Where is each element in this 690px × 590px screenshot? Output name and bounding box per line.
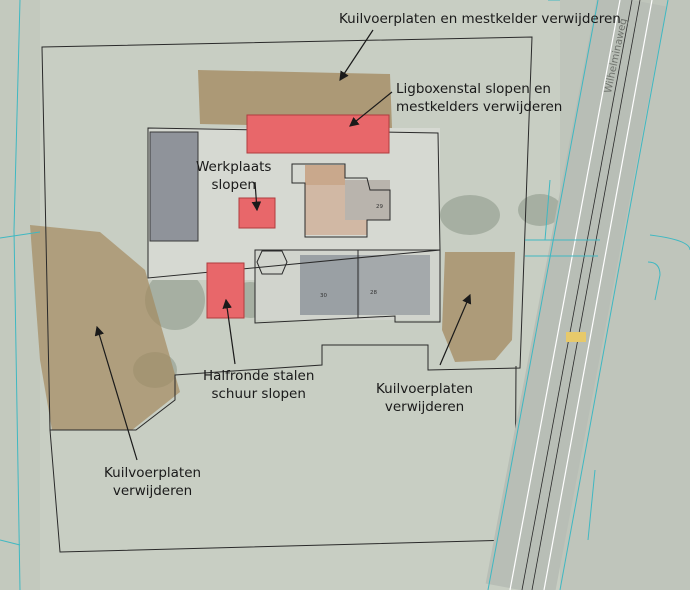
kuilvoer-area-east	[442, 252, 515, 362]
ligboxenstal-demolish	[246, 114, 390, 154]
road-sign	[566, 332, 586, 342]
house-number-30: 30	[320, 293, 327, 299]
label-kuilvoer-east: Kuilvoerplaten verwijderen	[376, 381, 474, 416]
label-kuilvoer-west: Kuilvoerplaten verwijderen	[104, 465, 202, 500]
building-long-shed	[149, 131, 199, 242]
house-number-28: 28	[370, 290, 377, 296]
label-kuilvoer-mestkelder: Kuilvoerplaten en mestkelder verwijderen	[339, 11, 621, 27]
hexagon-silo	[256, 250, 288, 275]
farmhouse: 29	[291, 163, 391, 238]
kuilvoer-area-west	[30, 225, 180, 430]
road-wilhelminaweg	[485, 0, 669, 590]
parcel-boundary	[41, 36, 533, 431]
houses-30-28: 30 28	[300, 255, 430, 315]
field-west	[0, 0, 40, 590]
kuilvoer-area-north	[198, 70, 392, 128]
label-werkplaats: Werkplaats slopen	[196, 159, 272, 194]
svg-text:29: 29	[376, 204, 383, 210]
leader-lines	[94, 29, 472, 461]
halfronde-schuur-demolish	[206, 262, 245, 319]
label-ligboxenstal: Ligboxenstal slopen en mestkelders verwi…	[396, 81, 563, 116]
yard-buildings-outline	[254, 249, 441, 324]
label-halfronde-schuur: Halfronde stalen schuur slopen	[203, 368, 315, 403]
